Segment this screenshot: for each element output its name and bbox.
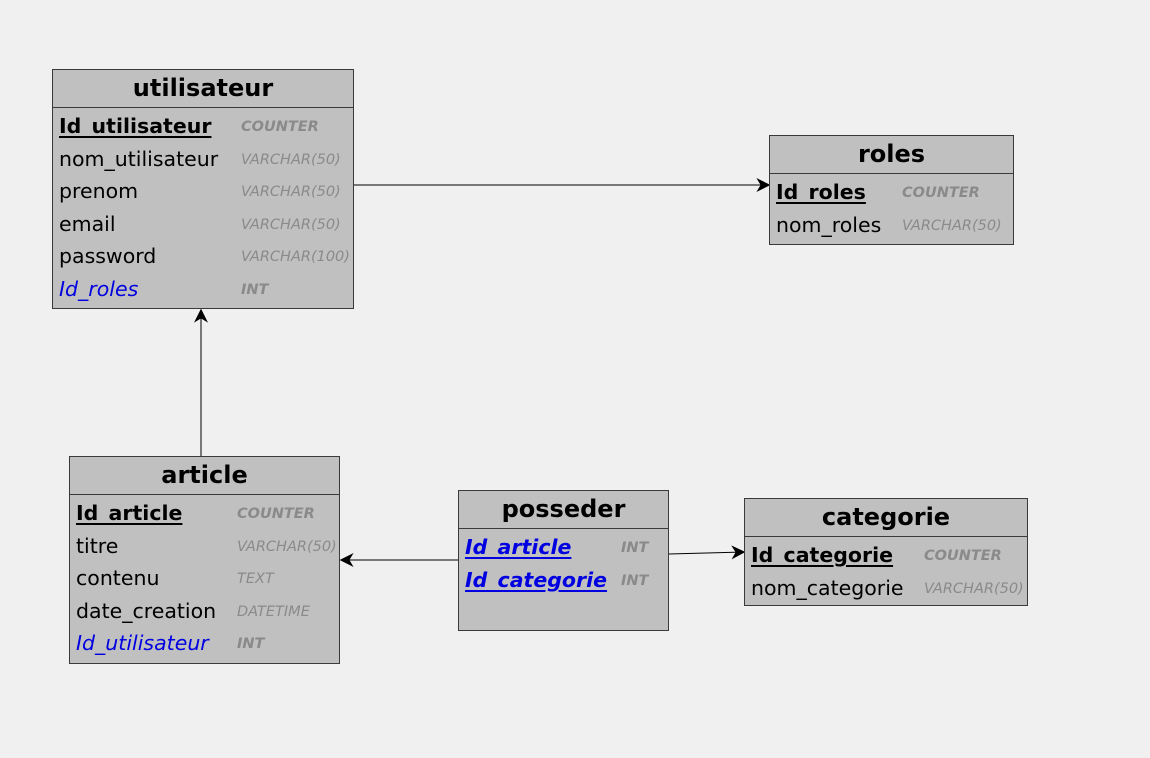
- entity-title: categorie: [745, 499, 1027, 537]
- field-name: nom_utilisateur: [59, 146, 219, 171]
- field-name: Id_article: [76, 501, 183, 525]
- field-row: titre VARCHAR(50): [70, 530, 339, 563]
- field-type: TEXT: [237, 571, 274, 588]
- field-row: Id_utilisateur COUNTER: [53, 110, 353, 143]
- field-name: password: [59, 244, 157, 269]
- field-row: nom_utilisateur VARCHAR(50): [53, 143, 353, 176]
- field-name: Id_roles: [59, 276, 139, 301]
- field-type: INT: [237, 636, 265, 653]
- field-row: Id_article INT: [459, 531, 668, 564]
- field-type: VARCHAR(50): [924, 580, 1024, 597]
- field-name: email: [59, 211, 116, 236]
- field-type: VARCHAR(50): [241, 151, 341, 168]
- field-name: Id_categorie: [751, 543, 894, 567]
- field-type: COUNTER: [902, 185, 980, 201]
- field-type: VARCHAR(50): [237, 538, 337, 555]
- field-row: prenom VARCHAR(50): [53, 175, 353, 208]
- field-name: prenom: [59, 179, 139, 204]
- field-type: VARCHAR(100): [241, 249, 350, 266]
- field-row: Id_categorie COUNTER: [745, 539, 1027, 572]
- field-row: password VARCHAR(100): [53, 240, 353, 273]
- entity-title: roles: [770, 136, 1013, 174]
- field-name: Id_roles: [776, 180, 866, 204]
- field-type: COUNTER: [241, 119, 319, 135]
- field-name: Id_categorie: [465, 567, 608, 592]
- field-row: Id_categorie INT: [459, 564, 668, 597]
- entity-title: posseder: [459, 491, 668, 529]
- field-name: Id_utilisateur: [76, 631, 209, 656]
- field-type: COUNTER: [924, 548, 1002, 564]
- field-name: contenu: [76, 566, 160, 591]
- field-row: date_creation DATETIME: [70, 595, 339, 628]
- field-row: Id_utilisateur INT: [70, 627, 339, 660]
- field-name: Id_article: [465, 535, 572, 559]
- field-name: titre: [76, 533, 119, 558]
- field-type: INT: [621, 572, 649, 589]
- field-type: INT: [241, 281, 269, 298]
- field-name: nom_roles: [776, 212, 882, 237]
- field-row: Id_roles COUNTER: [770, 176, 1013, 209]
- field-row: email VARCHAR(50): [53, 208, 353, 241]
- field-row: Id_article COUNTER: [70, 497, 339, 530]
- field-name: nom_categorie: [751, 575, 904, 600]
- field-type: DATETIME: [237, 603, 310, 620]
- field-type: VARCHAR(50): [902, 217, 1002, 234]
- relation-posseder-to-categorie: [668, 545, 746, 560]
- field-type: COUNTER: [237, 506, 315, 522]
- entity-title: utilisateur: [53, 70, 353, 108]
- field-row: nom_categorie VARCHAR(50): [745, 572, 1027, 605]
- field-row: Id_roles INT: [53, 273, 353, 306]
- entity-title: article: [70, 457, 339, 495]
- field-type: INT: [621, 540, 649, 556]
- field-row: contenu TEXT: [70, 562, 339, 595]
- field-type: VARCHAR(50): [241, 216, 341, 233]
- field-name: Id_utilisateur: [59, 114, 212, 138]
- field-row: nom_roles VARCHAR(50): [770, 209, 1013, 242]
- field-name: date_creation: [76, 598, 217, 623]
- field-type: VARCHAR(50): [241, 184, 341, 201]
